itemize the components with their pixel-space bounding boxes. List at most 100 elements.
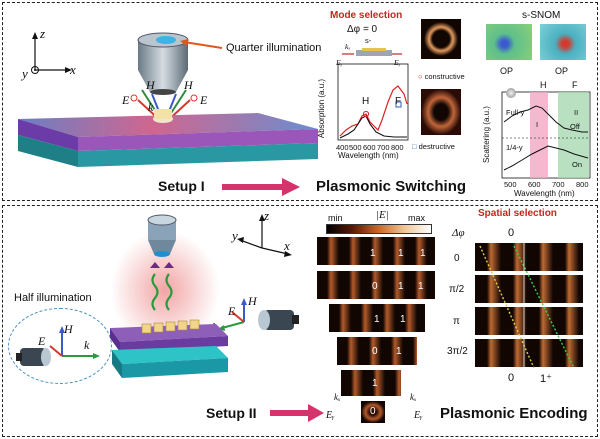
- snom-tip-icon: [506, 88, 516, 98]
- axis2-z-label: z: [264, 208, 270, 223]
- left-field-H: H: [64, 322, 73, 336]
- right-laser: [258, 310, 299, 330]
- encoding-frame-3: [328, 303, 426, 333]
- field-k: k: [148, 100, 154, 114]
- bottom-ey-left: Eᵧ: [326, 410, 335, 421]
- kx-label: kₓ: [345, 42, 351, 51]
- colorbar-label: |E|: [376, 209, 389, 221]
- destructive-text: destructive: [418, 142, 455, 151]
- left-laser: [16, 348, 51, 366]
- bottom-ey-right: Eᵧ: [414, 410, 423, 421]
- spatial-guides: [479, 240, 575, 370]
- dphi-label: Δφ: [452, 227, 465, 239]
- spatial-top-value: 0: [508, 227, 515, 239]
- snom-title: s-SNOM: [522, 10, 561, 21]
- band-F-label: F: [572, 80, 578, 90]
- spatial-row-2: π: [453, 316, 460, 327]
- field-E-left: E: [122, 93, 130, 107]
- spatial-frame-2: [474, 306, 584, 336]
- frame2-digit-0: 0: [372, 281, 378, 292]
- spatial-bottom-0: 0: [508, 372, 515, 384]
- on-label: On: [572, 160, 583, 169]
- field-H-right: H: [184, 78, 193, 92]
- snom-op-right: OP: [555, 66, 569, 76]
- spatial-bottom-1: 1⁺: [540, 373, 552, 385]
- objective-lens: [137, 32, 189, 95]
- roman-I: I: [536, 120, 539, 129]
- scattering-xlabel: Wavelength (nm): [514, 189, 575, 198]
- frame6-digit-0: 0: [370, 406, 376, 417]
- phase-label: Δφ = 0: [347, 24, 378, 35]
- frame1-digit-2: 1: [420, 248, 426, 259]
- absorption-ylabel: Absorption (a.u.): [317, 78, 327, 139]
- bottom-kx-left: kₓ: [334, 392, 341, 402]
- emission-waves: [150, 262, 174, 311]
- frame1-digit-0: 1: [370, 248, 376, 259]
- peak-H-label: H: [362, 96, 370, 107]
- scattering-xtick-2: 700: [552, 180, 565, 189]
- encoding-frame-4: [336, 336, 418, 366]
- half-illumination-label: Half illumination: [14, 292, 92, 304]
- band-H-label: H: [540, 80, 547, 90]
- right-field-E: E: [228, 304, 236, 318]
- encoding-frame-2: [316, 270, 436, 300]
- setup1-title: Plasmonic Switching: [316, 178, 467, 195]
- setup2-label: Setup II: [206, 405, 257, 421]
- absorption-chart: [337, 63, 409, 141]
- frame3-digit-0: 1: [374, 314, 380, 325]
- absorption-xtick-1: 500: [349, 143, 362, 152]
- axis-x-label: x: [70, 62, 76, 77]
- spatial-row-0: 0: [454, 253, 460, 264]
- axis-y-label: y: [22, 66, 28, 81]
- constructive-label: ○ constructive: [418, 72, 465, 81]
- scattering-xtick-1: 600: [528, 180, 541, 189]
- destructive-field-map: [420, 88, 462, 136]
- encoding-frame-1: [316, 236, 436, 266]
- scattering-chart: [501, 91, 591, 179]
- absorption-xtick-4: 800: [391, 143, 404, 152]
- snom-map-right: [540, 24, 586, 60]
- setup1-panel: [2, 2, 598, 201]
- axis2-y-label: y: [232, 228, 238, 243]
- constructive-text: constructive: [424, 72, 465, 81]
- roman-II: II: [574, 108, 579, 117]
- absorption-xtick-2: 600: [363, 143, 376, 152]
- setup2-title: Plasmonic Encoding: [440, 405, 588, 422]
- off-label: Off: [570, 122, 580, 131]
- frame5-digit-0: 1: [372, 378, 378, 389]
- spatial-row-3: 3π/2: [447, 346, 468, 357]
- snom-op-left: OP: [500, 66, 514, 76]
- ey-right-label: Eᵧ: [394, 58, 401, 67]
- colorbar: [326, 224, 432, 234]
- spatial-selection-title: Spatial selection: [478, 208, 557, 219]
- absorption-xtick-3: 700: [377, 143, 390, 152]
- encoding-frame-6: [360, 400, 386, 424]
- destructive-label: □ destructive: [412, 142, 455, 151]
- right-field-vectors: [218, 298, 247, 331]
- absorption-xtick-0: 400: [336, 143, 349, 152]
- setup1-arrow: [222, 178, 300, 196]
- plasmonic-slab-setup2: [110, 319, 228, 378]
- quarter-arrow: [180, 39, 223, 49]
- scattering-xtick-0: 500: [504, 180, 517, 189]
- left-field-E: E: [38, 334, 46, 348]
- mode-selection-title: Mode selection: [330, 10, 403, 21]
- quarter-illumination-label: Quarter illumination: [226, 42, 322, 54]
- frame2-digit-2: 1: [418, 281, 424, 292]
- setup2-arrow: [270, 404, 324, 422]
- frame2-digit-1: 1: [398, 281, 404, 292]
- spatial-frame-3: [474, 338, 584, 368]
- axes-setup1: [31, 32, 72, 74]
- spatial-frame-1: [474, 274, 584, 304]
- right-field-H: H: [248, 294, 257, 308]
- scattering-ylabel: Scattering (a.u.): [481, 106, 491, 163]
- left-field-vectors: [49, 326, 100, 359]
- field-E-right: E: [200, 93, 208, 107]
- frame4-digit-1: 1: [396, 346, 402, 357]
- encoding-frame-5: [340, 369, 402, 397]
- quarter-y-label: 1/4-y: [506, 143, 523, 152]
- frame4-digit-0: 0: [372, 346, 378, 357]
- axis-z-label: z: [40, 26, 46, 41]
- frame1-digit-1: 1: [398, 248, 404, 259]
- constructive-field-map: [420, 18, 462, 60]
